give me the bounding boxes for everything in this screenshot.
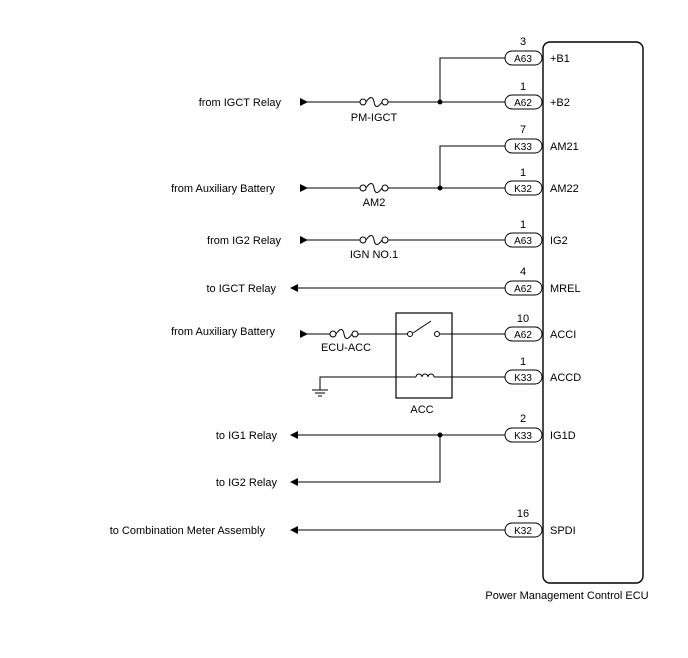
terminal-ig2: 1 A63 IG2	[504, 219, 568, 248]
arrow-out-icon	[290, 478, 298, 486]
junction-dot	[437, 185, 443, 191]
ground-icon	[312, 389, 328, 397]
fuse-icon	[359, 183, 389, 193]
fuse-label: ECU-ACC	[321, 342, 371, 354]
signal-label: to IG1 Relay	[216, 430, 278, 442]
terminal-am21: 7 K33 AM21	[504, 124, 579, 154]
relay-coil-icon	[415, 373, 435, 378]
connector-id: K33	[514, 373, 532, 384]
terminal-spdi: 16 K32 SPDI	[504, 508, 576, 538]
relay-contact-point	[407, 331, 413, 337]
connector-id: A63	[514, 236, 532, 247]
terminal-name: IG2	[550, 235, 568, 247]
terminal-plus-b1: 3 A63 +B1	[504, 36, 570, 66]
signal-label: from IGCT Relay	[199, 97, 282, 109]
terminal-name: ACCI	[550, 329, 576, 341]
pin-number: 2	[520, 413, 526, 425]
signal-label: from Auxiliary Battery	[171, 183, 275, 195]
arrow-in-icon	[300, 98, 308, 106]
terminal-name: AM21	[550, 141, 579, 153]
connector-id: K32	[514, 184, 532, 195]
signal-label: to Combination Meter Assembly	[110, 525, 266, 537]
pin-number: 1	[520, 167, 526, 179]
connector-id: A62	[514, 330, 532, 341]
connector-id: A63	[514, 54, 532, 65]
terminal-name: +B1	[550, 53, 570, 65]
pin-number: 1	[520, 219, 526, 231]
terminal-plus-b2: 1 A62 +B2	[504, 81, 570, 110]
fuse-label: AM2	[363, 197, 386, 209]
signal-label: to IG2 Relay	[216, 477, 278, 489]
terminal-ig1d: 2 K33 IG1D	[504, 413, 576, 443]
terminal-name: MREL	[550, 283, 581, 295]
pin-number: 3	[520, 36, 526, 48]
connector-id: A62	[514, 98, 532, 109]
terminal-name: IG1D	[550, 430, 576, 442]
pin-number: 16	[517, 508, 529, 520]
connector-id: K33	[514, 142, 532, 153]
terminal-mrel: 4 A62 MREL	[504, 266, 581, 296]
junction-dot	[437, 99, 443, 105]
connector-id: K33	[514, 431, 532, 442]
pin-number: 10	[517, 313, 529, 325]
arrow-in-icon	[300, 236, 308, 244]
arrow-in-icon	[300, 184, 308, 192]
pin-number: 1	[520, 81, 526, 93]
fuse-icon	[359, 97, 389, 107]
pin-number: 7	[520, 124, 526, 136]
pin-number: 4	[520, 266, 526, 278]
terminal-acci: 10 A62 ACCI	[504, 313, 576, 342]
arrow-in-icon	[300, 330, 308, 338]
terminal-accd: 1 K33 ACCD	[504, 356, 581, 385]
terminal-name: ACCD	[550, 372, 581, 384]
terminal-am22: 1 K32 AM22	[504, 167, 579, 196]
pin-number: 1	[520, 356, 526, 368]
fuse-label: IGN NO.1	[350, 249, 398, 261]
connector-id: K32	[514, 526, 532, 537]
wires	[296, 57, 505, 531]
relay-contact-point	[434, 331, 440, 337]
terminal-name: +B2	[550, 97, 570, 109]
ecu-label: Power Management Control ECU	[485, 590, 648, 602]
fuse-label: PM-IGCT	[351, 112, 398, 124]
connector-id: A62	[514, 284, 532, 295]
fuse-icon	[329, 329, 359, 339]
terminal-name: AM22	[550, 183, 579, 195]
ecu-box	[542, 41, 644, 584]
arrows	[290, 98, 308, 534]
relay-label: ACC	[410, 404, 433, 416]
arrow-out-icon	[290, 431, 298, 439]
terminal-name: SPDI	[550, 525, 576, 537]
relay-contact	[412, 320, 432, 334]
junction-dot	[437, 432, 443, 438]
fuse-icon	[359, 235, 389, 245]
arrow-out-icon	[290, 284, 298, 292]
signal-label: from Auxiliary Battery	[171, 326, 275, 338]
arrow-out-icon	[290, 526, 298, 534]
signal-label: from IG2 Relay	[207, 235, 281, 247]
relay-acc	[395, 312, 453, 399]
signal-label: to IGCT Relay	[207, 283, 277, 295]
